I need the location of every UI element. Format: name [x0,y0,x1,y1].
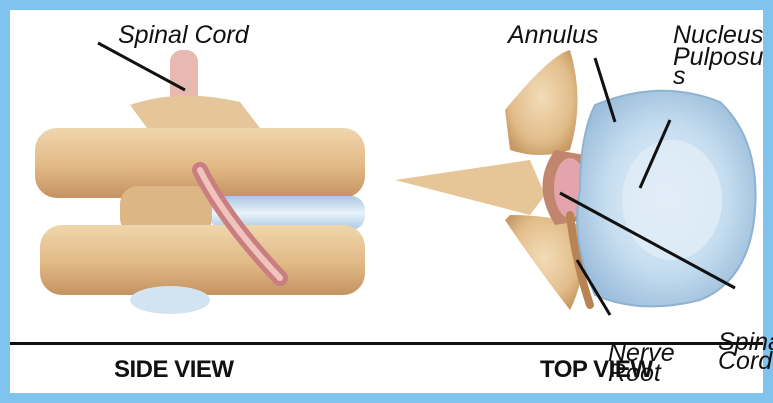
top-spinous-process [395,160,545,215]
label-nucleus-line3: s [673,65,686,87]
label-spinal-cord-side: Spinal Cord [118,23,249,47]
label-nucleus-line2: Pulposu [673,46,763,68]
side-lower-disc [130,286,210,314]
top-view-caption: TOP VIEW [540,356,652,384]
label-spinal-cord-top-line2: Cord [718,350,772,372]
side-view-illustration [35,43,365,314]
side-lower-vertebra [40,225,365,295]
label-annulus: Annulus [508,23,598,47]
spine-illustration [10,10,763,393]
side-view-caption: SIDE VIEW [114,356,234,384]
top-lamina-upper [505,50,578,155]
top-view-illustration [395,50,756,315]
top-nucleus-pulposus [622,140,722,260]
caption-divider [10,342,763,345]
